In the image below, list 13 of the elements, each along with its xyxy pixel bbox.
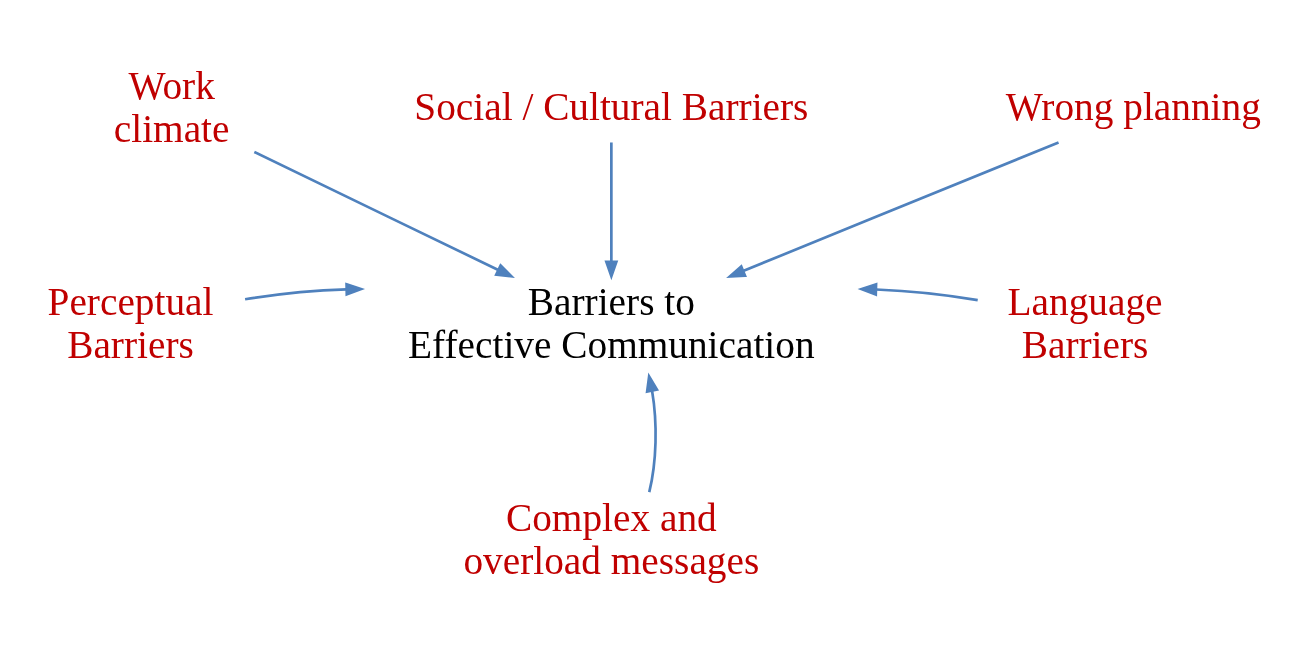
arrow (645, 372, 660, 492)
node-text: Language Barriers (1007, 279, 1163, 367)
arrow (726, 140, 1060, 278)
arrow (857, 282, 978, 301)
node-text: Wrong planning (1005, 84, 1261, 129)
node-text: Complex and overload messages (463, 495, 760, 583)
node-text: Work climate (113, 63, 230, 151)
arrow (244, 282, 366, 301)
arrow (604, 141, 619, 280)
node-text: Perceptual Barriers (47, 279, 214, 367)
node-text: Social / Cultural Barriers (414, 84, 809, 129)
arrow (253, 150, 515, 278)
node-text: Barriers to Effective Communication (408, 279, 815, 367)
